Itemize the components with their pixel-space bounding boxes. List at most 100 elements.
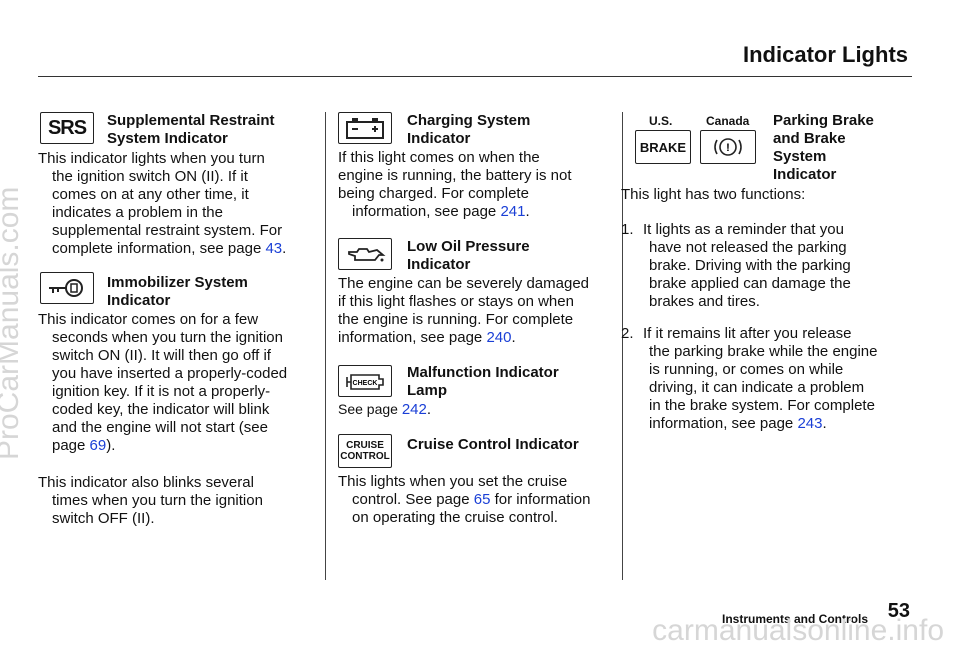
cruise-icon-line2: CONTROL <box>340 451 390 462</box>
immobilizer-heading-line2: Indicator <box>107 292 171 309</box>
srs-text-line: This indicator lights when you turn <box>38 150 265 167</box>
malfunction-heading: Malfunction Indicator Lamp <box>407 364 559 400</box>
immobilizer-tail: ). <box>106 437 116 454</box>
parking-page-link[interactable]: 243 <box>797 415 823 432</box>
immobilizer-extra-line: switch OFF (II). <box>52 510 155 527</box>
cruise-icon-line1: CRUISE <box>346 440 384 451</box>
brake-warning-icon-text: ! <box>726 142 730 154</box>
charging-heading: Charging System Indicator <box>407 112 530 148</box>
malfunction-text: See page 242. <box>338 400 431 419</box>
immobilizer-heading: Immobilizer System Indicator <box>107 274 248 310</box>
parking-heading-line4: Indicator <box>773 166 837 183</box>
brake-warning-icon: ! <box>700 130 756 164</box>
list-item-line: in the brake system. For complete <box>649 397 875 414</box>
list-item: 2. If it remains lit after you release t… <box>617 325 917 433</box>
charging-text-line: engine is running, the battery is not <box>338 167 572 184</box>
column-divider-1 <box>325 112 326 580</box>
footer-section-name: Instruments and Controls <box>721 612 868 626</box>
oil-heading-line1: Low Oil Pressure <box>407 238 530 255</box>
immobilizer-extra-line: This indicator also blinks several <box>38 474 254 491</box>
brake-icon-text: BRAKE <box>639 139 687 155</box>
list-item-line: have not released the parking <box>649 239 847 256</box>
srs-heading-line2: System Indicator <box>107 130 228 147</box>
malfunction-heading-line2: Lamp <box>407 382 448 399</box>
malfunction-tail: . <box>426 401 432 418</box>
srs-page-link[interactable]: 43 <box>265 240 283 257</box>
cruise-text: This lights when you set the cruise cont… <box>338 473 618 527</box>
oil-heading: Low Oil Pressure Indicator <box>407 238 530 274</box>
list-item-number: 2. <box>621 325 634 342</box>
immobilizer-page-link[interactable]: 69 <box>89 437 107 454</box>
srs-text-line: the ignition switch ON (II). If it <box>52 168 248 185</box>
oil-tail: . <box>511 329 516 346</box>
list-item-line: driving, it can indicate a problem <box>649 379 865 396</box>
immobilizer-text-line: switch ON (II). It will then go off if <box>52 347 271 364</box>
oil-can-icon <box>338 238 392 270</box>
list-item-line: brakes and tires. <box>649 293 760 310</box>
charging-text-line: information, see page <box>352 203 501 220</box>
oil-text-line: if this light flashes or stays on when <box>338 293 574 310</box>
charging-heading-line1: Charging System <box>407 112 531 129</box>
cruise-text-line: for information <box>490 491 591 508</box>
srs-heading-line1: Supplemental Restraint <box>107 112 275 129</box>
parking-heading-line2: and Brake <box>773 130 846 147</box>
charging-tail: . <box>525 203 530 220</box>
list-item-line: the parking brake while the engine <box>649 343 878 360</box>
canada-label: Canada <box>706 114 750 128</box>
parking-function-list: 1. It lights as a reminder that you have… <box>617 221 917 447</box>
cruise-text-line: This lights when you set the cruise <box>338 473 568 490</box>
srs-icon-text: SRS <box>47 116 87 139</box>
cruise-heading: Cruise Control Indicator <box>407 436 579 453</box>
brake-icon: BRAKE <box>635 130 691 164</box>
immobilizer-heading-line1: Immobilizer System <box>107 274 248 291</box>
list-item-number: 1. <box>621 221 634 238</box>
parking-heading-line3: System <box>773 148 827 165</box>
charging-text-line: being charged. For complete <box>338 185 529 202</box>
check-engine-icon: CHECK <box>338 365 392 397</box>
list-item-line: brake applied can damage the <box>649 275 851 292</box>
charging-text: If this light comes on when the engine i… <box>338 149 613 221</box>
list-item-line: It lights as a reminder that you <box>643 221 844 238</box>
list-item-line: If it remains lit after you release <box>643 325 852 342</box>
oil-text-line: information, see page <box>338 329 487 346</box>
list-item-line: brake. Driving with the parking <box>649 257 851 274</box>
srs-text-line: indicates a problem in the <box>52 204 223 221</box>
charging-page-link[interactable]: 241 <box>500 203 526 220</box>
malfunction-text-line: See page <box>338 401 402 417</box>
immobilizer-text-line: coded key, the indicator will blink <box>52 401 270 418</box>
immobilizer-text: This indicator comes on for a few second… <box>38 311 308 455</box>
srs-icon: SRS <box>40 112 94 144</box>
cruise-text-line: control. See page <box>352 491 474 508</box>
srs-heading: Supplemental Restraint System Indicator <box>107 112 275 148</box>
srs-text-line: complete information, see page <box>52 240 266 257</box>
us-label: U.S. <box>649 114 673 128</box>
immobilizer-text-line: This indicator comes on for a few <box>38 311 259 328</box>
charging-heading-line2: Indicator <box>407 130 471 147</box>
immobilizer-text-line: ignition key. If it is not a properly- <box>52 383 271 400</box>
srs-text: This indicator lights when you turn the … <box>38 150 308 258</box>
parking-tail: . <box>822 415 827 432</box>
parking-heading: Parking Brake and Brake System Indicator <box>773 112 874 184</box>
cruise-page-link[interactable]: 65 <box>473 491 491 508</box>
cruise-control-icon: CRUISE CONTROL <box>338 434 392 468</box>
srs-tail: . <box>282 240 287 257</box>
immobilizer-icon <box>40 272 94 304</box>
malfunction-page-link[interactable]: 242 <box>401 401 427 418</box>
parking-heading-line1: Parking Brake <box>773 112 874 129</box>
immobilizer-text-line: seconds when you turn the ignition <box>52 329 283 346</box>
list-item-line: information, see page <box>649 415 798 432</box>
srs-text-line: comes on at any other time, it <box>52 186 249 203</box>
immobilizer-extra-text: This indicator also blinks several times… <box>38 474 308 528</box>
list-item: 1. It lights as a reminder that you have… <box>617 221 917 311</box>
immobilizer-text-line: page <box>52 437 90 454</box>
oil-page-link[interactable]: 240 <box>486 329 512 346</box>
watermark-left: ProCarManuals.com <box>0 186 25 460</box>
check-engine-icon-text: CHECK <box>353 380 378 387</box>
charging-text-line: If this light comes on when the <box>338 149 540 166</box>
header-divider <box>38 76 912 77</box>
malfunction-heading-line1: Malfunction Indicator <box>407 364 559 381</box>
immobilizer-text-line: you have inserted a properly-coded <box>52 365 288 382</box>
oil-text-line: The engine can be severely damaged <box>338 275 590 292</box>
oil-text-line: the engine is running. For complete <box>338 311 574 328</box>
battery-icon <box>338 112 392 144</box>
